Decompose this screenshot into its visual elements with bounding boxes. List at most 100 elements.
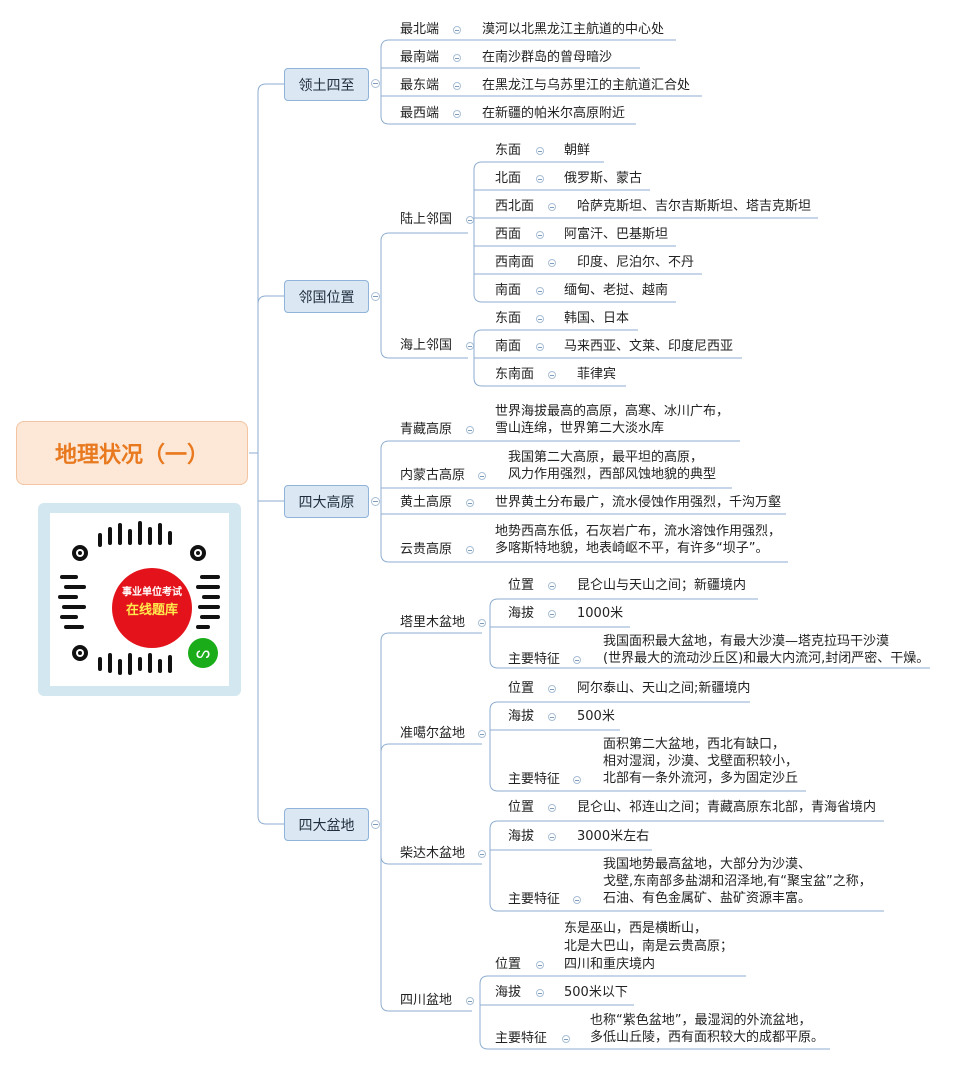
- attr-value: 也称“紫色盆地”，最湿润的外流盆地，: [590, 1013, 812, 1028]
- attr-key: 主要特征: [508, 772, 561, 787]
- qr-code-card: 事业单位考试 在线题库 ᔕ: [38, 503, 241, 696]
- attr-key: 位置: [508, 578, 535, 593]
- attr-value: 戈壁,东南部多盐湖和沼泽地,有“聚宝盆”之称，: [603, 874, 872, 889]
- country-value: 哈萨克斯坦、吉尔吉斯斯坦、塔吉克斯坦: [577, 199, 812, 214]
- collapse-toggle[interactable]: [548, 685, 556, 693]
- collapse-toggle[interactable]: [453, 82, 461, 90]
- collapse-toggle[interactable]: [453, 110, 461, 118]
- land-neighbors-label: 陆上邻国: [400, 212, 453, 227]
- collapse-toggle[interactable]: [466, 546, 474, 554]
- collapse-toggle[interactable]: [466, 216, 474, 224]
- collapse-toggle[interactable]: [548, 203, 556, 211]
- collapse-toggle[interactable]: [478, 472, 486, 480]
- root-node[interactable]: 地理状况（一）: [16, 421, 248, 485]
- attr-value: 500米以下: [564, 985, 628, 1000]
- collapse-toggle[interactable]: [453, 54, 461, 62]
- collapse-toggle-territory[interactable]: [371, 79, 380, 88]
- collapse-toggle[interactable]: [548, 610, 556, 618]
- country-value: 俄罗斯、蒙古: [564, 171, 643, 186]
- node-label: 邻国位置: [298, 289, 355, 306]
- collapse-toggle[interactable]: [466, 342, 474, 350]
- country-value: 马来西亚、文莱、印度尼西亚: [564, 339, 734, 354]
- sea-neighbors-label: 海上邻国: [400, 338, 453, 353]
- collapse-toggle[interactable]: [536, 343, 544, 351]
- collapse-toggle[interactable]: [573, 776, 581, 784]
- direction-key: 西南面: [495, 255, 535, 270]
- attr-value: (世界最大的流动沙丘区)和最大内流河,封闭严密、干燥。: [603, 651, 930, 666]
- territory-key: 最北端: [400, 22, 440, 37]
- collapse-toggle[interactable]: [548, 371, 556, 379]
- collapse-toggle[interactable]: [562, 1035, 570, 1043]
- collapse-toggle[interactable]: [478, 619, 486, 627]
- attr-value: 东是巫山，西是横断山，: [564, 921, 708, 936]
- attr-value: 北部有一条外流河，多为固定沙丘: [603, 771, 799, 786]
- direction-key: 北面: [495, 171, 522, 186]
- direction-key: 西北面: [495, 199, 535, 214]
- basin-name: 柴达木盆地: [400, 846, 466, 861]
- node-basins[interactable]: 四大盆地: [284, 808, 369, 841]
- plateau-name: 内蒙古高原: [400, 468, 466, 483]
- qr-badge: 事业单位考试 在线题库: [112, 568, 192, 648]
- plateau-desc: 多喀斯特地貌，地表崎岖不平，有许多“坝子”。: [495, 541, 769, 556]
- direction-key: 南面: [495, 339, 522, 354]
- attr-value: 我国面积最大盆地，有最大沙漠—塔克拉玛干沙漠: [603, 634, 890, 649]
- collapse-toggle-basins[interactable]: [371, 820, 380, 829]
- direction-key: 东面: [495, 143, 522, 158]
- collapse-toggle[interactable]: [478, 850, 486, 858]
- collapse-toggle[interactable]: [466, 499, 474, 507]
- basin-name: 塔里木盆地: [400, 615, 466, 630]
- plateau-desc: 我国第二大高原，最平坦的高原，: [508, 450, 704, 465]
- collapse-toggle[interactable]: [466, 997, 474, 1005]
- attr-key: 位置: [495, 957, 522, 972]
- collapse-toggle[interactable]: [536, 175, 544, 183]
- attr-value: 面积第二大盆地，西北有缺口，: [603, 737, 786, 752]
- root-title: 地理状况（一）: [54, 443, 209, 468]
- attr-key: 主要特征: [508, 652, 561, 667]
- collapse-toggle-plateaus[interactable]: [371, 497, 380, 506]
- node-label: 四大高原: [298, 494, 355, 511]
- qr-badge-line1: 事业单位考试: [122, 587, 182, 598]
- node-neighbors[interactable]: 邻国位置: [284, 280, 369, 313]
- attr-value: 阿尔泰山、天山之间;新疆境内: [577, 681, 751, 696]
- attr-value: 1000米: [577, 606, 624, 621]
- mini-program-icon: ᔕ: [188, 638, 218, 668]
- attr-key: 主要特征: [495, 1031, 548, 1046]
- collapse-toggle[interactable]: [548, 713, 556, 721]
- collapse-toggle[interactable]: [548, 259, 556, 267]
- plateau-desc: 世界海拔最高的高原，高寒、冰川广布，: [495, 404, 730, 419]
- collapse-toggle[interactable]: [573, 896, 581, 904]
- direction-key: 南面: [495, 283, 522, 298]
- country-value: 阿富汗、巴基斯坦: [564, 227, 669, 242]
- collapse-toggle[interactable]: [453, 26, 461, 34]
- qr-code-image: 事业单位考试 在线题库 ᔕ: [50, 513, 229, 686]
- plateau-desc: 风力作用强烈，西部风蚀地貌的典型: [508, 467, 717, 482]
- territory-key: 最西端: [400, 106, 440, 121]
- attr-value: 我国地势最高盆地，大部分为沙漠、: [603, 857, 812, 872]
- collapse-toggle[interactable]: [536, 989, 544, 997]
- collapse-toggle-neighbors[interactable]: [371, 292, 380, 301]
- collapse-toggle[interactable]: [536, 147, 544, 155]
- country-value: 缅甸、老挝、越南: [564, 283, 669, 298]
- collapse-toggle[interactable]: [536, 961, 544, 969]
- collapse-toggle[interactable]: [478, 730, 486, 738]
- collapse-toggle[interactable]: [536, 315, 544, 323]
- collapse-toggle[interactable]: [548, 804, 556, 812]
- plateau-desc: 世界黄土分布最广，流水侵蚀作用强烈，千沟万壑: [495, 495, 782, 510]
- collapse-toggle[interactable]: [548, 582, 556, 590]
- node-label: 四大盆地: [298, 817, 355, 834]
- collapse-toggle[interactable]: [466, 426, 474, 434]
- direction-key: 东南面: [495, 367, 535, 382]
- collapse-toggle[interactable]: [573, 656, 581, 664]
- territory-value: 在黑龙江与乌苏里江的主航道汇合处: [482, 78, 691, 93]
- node-territory[interactable]: 领土四至: [284, 68, 369, 101]
- attr-key: 位置: [508, 800, 535, 815]
- collapse-toggle[interactable]: [536, 231, 544, 239]
- collapse-toggle[interactable]: [536, 287, 544, 295]
- node-plateaus[interactable]: 四大高原: [284, 485, 369, 518]
- basin-name: 准噶尔盆地: [400, 726, 466, 741]
- plateau-name: 云贵高原: [400, 542, 453, 557]
- country-value: 印度、尼泊尔、不丹: [577, 255, 695, 270]
- attr-key: 海拔: [508, 829, 535, 844]
- collapse-toggle[interactable]: [548, 833, 556, 841]
